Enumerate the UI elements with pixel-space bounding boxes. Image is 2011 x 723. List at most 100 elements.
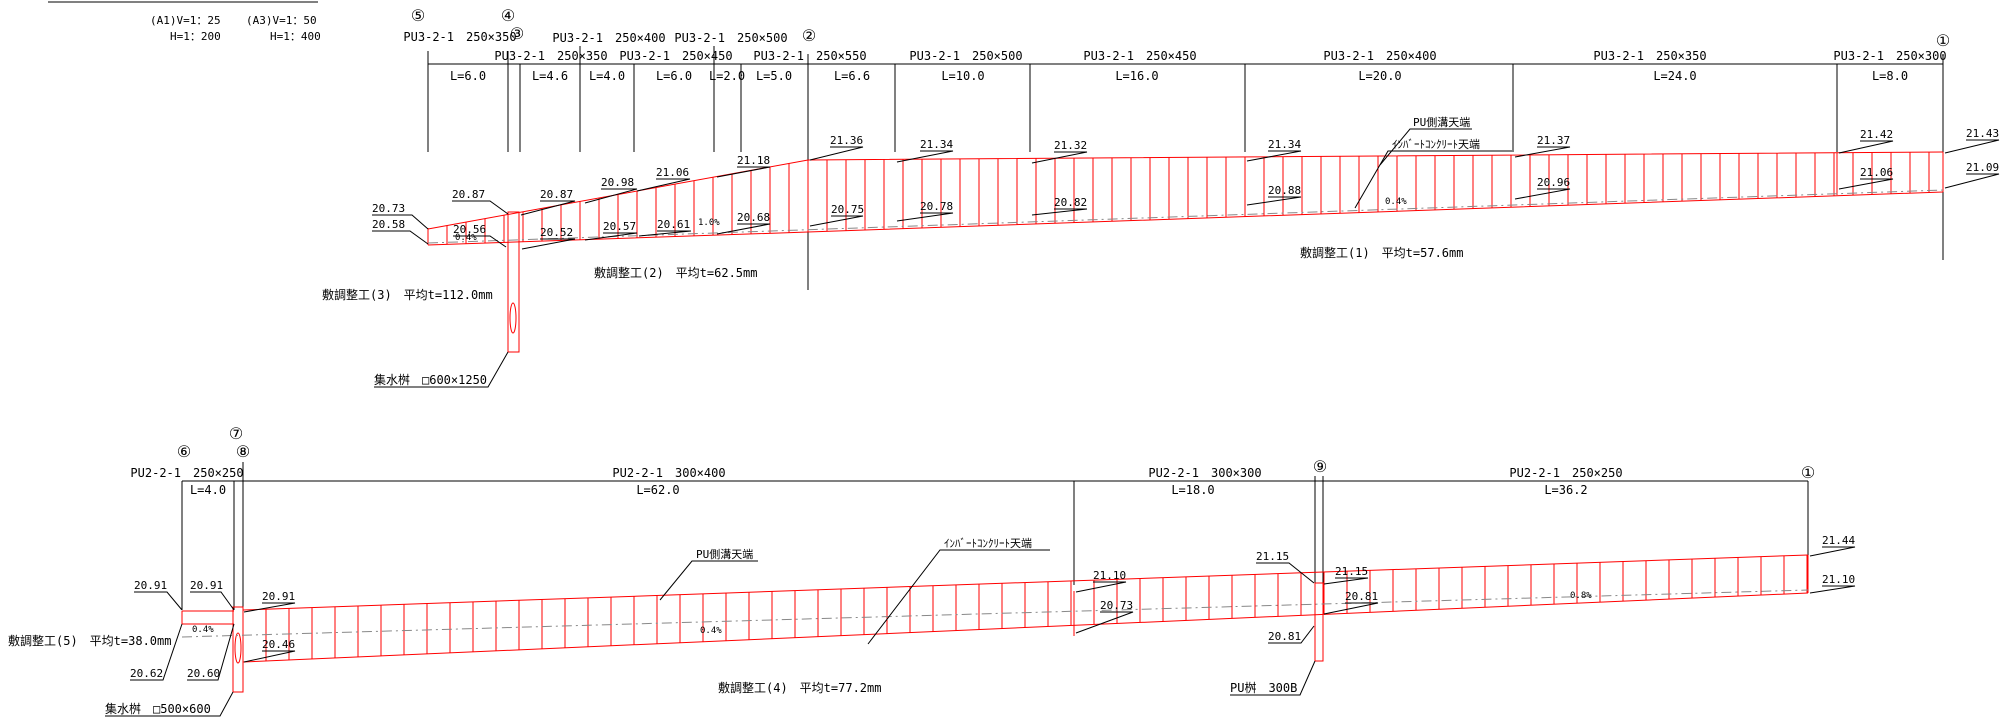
catch-basin-label: 集水桝 □500×600	[105, 701, 211, 716]
upper-profile: ⑤ ④ ③ ② ① PU3-2-1 250×350 PU3-2-1 250×35…	[322, 6, 2000, 388]
elevation-label: 20.96	[1537, 176, 1570, 189]
elevation-label: 21.10	[1093, 569, 1126, 582]
scale-a3-vertical: (A3)V=1：50	[246, 14, 317, 27]
point-1-marker: ①	[1936, 31, 1950, 50]
segment-length: L=2.0	[709, 69, 745, 83]
segment-length: L=4.0	[589, 69, 625, 83]
elevation-label: 21.10	[1822, 573, 1855, 586]
catch-basin-600-symbol	[507, 211, 520, 353]
slope-label: 0.4%	[1385, 197, 1407, 207]
elevation-label: 20.98	[601, 176, 634, 189]
slope-label: 0.4%	[192, 625, 214, 635]
elevation-label: 21.44	[1822, 534, 1855, 547]
elevation-label: 20.87	[452, 188, 485, 201]
elevation-label: 20.82	[1054, 196, 1087, 209]
invert-callout: ｲﾝﾊﾞｰﾄｺﾝｸﾘｰﾄ天端	[944, 537, 1032, 550]
segment-name: PU3-2-1 250×450	[619, 49, 732, 63]
segment-name: PU3-2-1 250×500	[674, 31, 787, 45]
segment-name: PU3-2-1 250×500	[909, 49, 1022, 63]
elevation-label: 20.73	[372, 202, 405, 215]
elevation-label: 20.81	[1268, 630, 1301, 643]
pu-basin-label: PU桝 300B	[1230, 680, 1297, 695]
elevation-label: 20.57	[603, 220, 636, 233]
slope-label: 0.4%	[700, 626, 722, 636]
scale-a1-horizontal: H=1：200	[170, 30, 221, 43]
segment-name: PU3-2-1 250×550	[753, 49, 866, 63]
point-5-marker: ⑤	[411, 6, 425, 25]
segment-length: L=62.0	[636, 483, 679, 497]
elevation-label: 21.34	[920, 138, 953, 151]
grading-2-label: 敷調整工(2) 平均t=62.5mm	[594, 265, 757, 280]
invert-callout: ｲﾝﾊﾞｰﾄｺﾝｸﾘｰﾄ天端	[1392, 138, 1480, 151]
elevation-label: 21.34	[1268, 138, 1301, 151]
grading-5-label: 敷調整工(5) 平均t=38.0mm	[8, 633, 171, 648]
upper-channel	[427, 151, 1944, 353]
elevation-label: 20.58	[372, 218, 405, 231]
grading-3-label: 敷調整工(3) 平均t=112.0mm	[322, 287, 493, 302]
segment-length: L=4.0	[190, 483, 226, 497]
catch-basin-500-symbol	[232, 606, 244, 693]
elevation-label: 21.42	[1860, 128, 1893, 141]
segment-length: L=6.6	[834, 69, 870, 83]
elevation-label: 21.32	[1054, 139, 1087, 152]
segment-length: L=18.0	[1171, 483, 1214, 497]
lower-elevations: 20.91 20.91 20.91 20.62 20.60 20.46 21.1…	[130, 534, 1855, 681]
segment-name: PU2-2-1 250×250	[1509, 466, 1622, 480]
grading-1-label: 敷調整工(1) 平均t=57.6mm	[1300, 245, 1463, 260]
pu-top-callout: PU側溝天端	[1413, 116, 1470, 129]
grading-4-label: 敷調整工(4) 平均t=77.2mm	[718, 680, 881, 695]
elevation-label: 20.78	[920, 200, 953, 213]
point-8-marker: ⑧	[236, 442, 250, 461]
segment-name: PU3-2-1 250×350	[403, 30, 516, 44]
slope-label: 0.8%	[1570, 591, 1592, 601]
elevation-label: 20.60	[187, 667, 220, 680]
scale-a1-vertical: (A1)V=1：25	[150, 14, 221, 27]
elevation-label: 20.88	[1268, 184, 1301, 197]
elevation-label: 21.18	[737, 154, 770, 167]
point-4-marker: ④	[501, 6, 515, 25]
segment-name: PU2-2-1 300×400	[612, 466, 725, 480]
segment-length: L=5.0	[756, 69, 792, 83]
elevation-label: 21.06	[1860, 166, 1893, 179]
elevation-label: 20.87	[540, 188, 573, 201]
segment-length: L=20.0	[1358, 69, 1401, 83]
slope-label: 0.4%	[455, 233, 477, 243]
elevation-label: 20.91	[190, 579, 223, 592]
pu-basin-symbol	[1314, 582, 1324, 662]
segment-name: PU2-2-1 300×300	[1148, 466, 1261, 480]
elevation-label: 20.91	[134, 579, 167, 592]
elevation-label: 21.15	[1335, 565, 1368, 578]
elevation-label: 20.68	[737, 211, 770, 224]
elevation-label: 20.81	[1345, 590, 1378, 603]
elevation-label: 21.43	[1966, 127, 1999, 140]
segment-name: PU3-2-1 250×400	[552, 31, 665, 45]
elevation-label: 21.15	[1256, 550, 1289, 563]
lower-profile: ⑦ ⑥ ⑧ ⑨ ① PU2-2-1 250×250 PU2-2-1 300×40…	[8, 424, 1855, 717]
elevation-label: 20.73	[1100, 599, 1133, 612]
segment-length: L=36.2	[1544, 483, 1587, 497]
lower-channel	[181, 554, 1809, 693]
segment-length: L=4.6	[532, 69, 568, 83]
elevation-label: 21.36	[830, 134, 863, 147]
catch-basin-label: 集水桝 □600×1250	[374, 372, 487, 387]
elevation-label: 20.61	[657, 218, 690, 231]
point-3-marker: ③	[510, 24, 524, 43]
elevation-label: 21.37	[1537, 134, 1570, 147]
segment-length: L=6.0	[656, 69, 692, 83]
elevation-label: 20.75	[831, 203, 864, 216]
elevation-label: 20.91	[262, 590, 295, 603]
segment-name: PU3-2-1 250×400	[1323, 49, 1436, 63]
pu-top-callout: PU側溝天端	[696, 548, 753, 561]
point-9-marker: ⑨	[1313, 457, 1327, 476]
segment-length: L=8.0	[1872, 69, 1908, 83]
segment-length: L=10.0	[941, 69, 984, 83]
segment-name: PU3-2-1 250×450	[1083, 49, 1196, 63]
scale-a3-horizontal: H=1：400	[270, 30, 321, 43]
elevation-label: 20.52	[540, 226, 573, 239]
point-6-marker: ⑥	[177, 442, 191, 461]
segment-length: L=24.0	[1653, 69, 1696, 83]
elevation-label: 20.46	[262, 638, 295, 651]
elevation-label: 21.09	[1966, 161, 1999, 174]
segment-name: PU3-2-1 250×350	[494, 49, 607, 63]
